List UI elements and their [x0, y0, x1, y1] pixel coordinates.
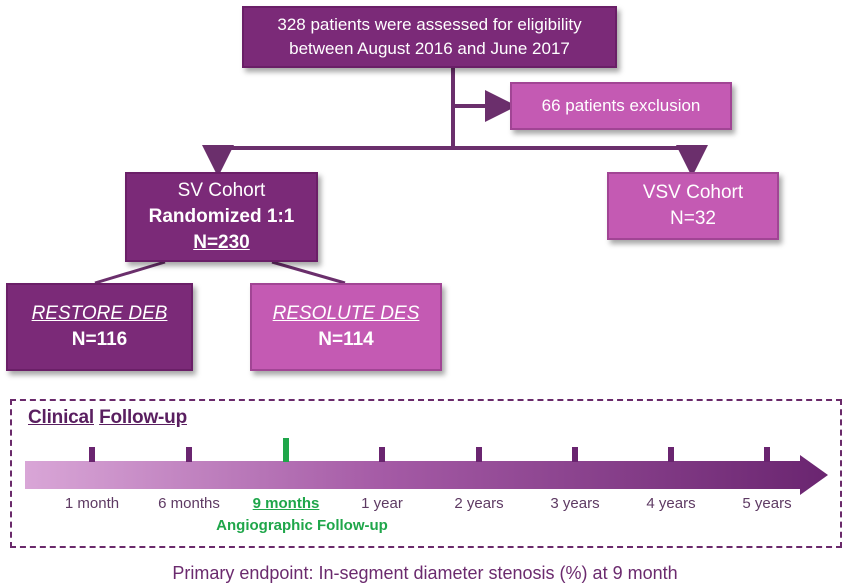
restore-deb-n: N=116 — [71, 329, 128, 350]
timepoint-label: 3 years — [550, 495, 600, 512]
timeline-arrow — [25, 455, 828, 495]
sv-cohort-title: SV Cohort — [177, 180, 266, 201]
followup-title-followup: Follow-up — [99, 407, 187, 428]
eligibility-line-2: between August 2016 and June 2017 — [289, 39, 570, 58]
timeline-tick — [379, 447, 385, 462]
timepoint-label-highlighted: 9 months — [252, 495, 320, 512]
timeline-tick — [186, 447, 192, 462]
vsv-cohort-box: VSV Cohort N=32 — [607, 172, 779, 240]
eligibility-line-1: 328 patients were assessed for eligibili… — [277, 15, 582, 34]
timeline-tick — [89, 447, 95, 462]
vsv-cohort-n: N=32 — [670, 208, 716, 229]
resolute-des-box: RESOLUTE DES N=114 — [250, 283, 442, 371]
restore-deb-name: RESTORE DEB — [31, 303, 168, 324]
resolute-des-n: N=114 — [318, 329, 374, 350]
timepoint-label: 1 month — [64, 495, 120, 512]
timepoint-label: 6 months — [158, 495, 220, 512]
primary-endpoint: Primary endpoint: In-segment diameter st… — [172, 563, 678, 583]
sv-cohort-n: N=230 — [193, 232, 250, 253]
exclusion-label: 66 patients exclusion — [541, 96, 701, 115]
followup-title-clinical: Clinical — [28, 407, 94, 428]
restore-deb-box: RESTORE DEB N=116 — [6, 283, 193, 371]
timeline-tick — [572, 447, 578, 462]
resolute-des-name: RESOLUTE DES — [272, 303, 420, 324]
followup-panel — [10, 399, 842, 548]
timepoint-label: 5 years — [742, 495, 792, 512]
sv-cohort-randomized: Randomized 1:1 — [148, 206, 295, 227]
timepoint-label: 1 year — [361, 495, 403, 512]
timepoint-label: 4 years — [646, 495, 696, 512]
timepoint-label: 2 years — [454, 495, 504, 512]
connector-to-resolute — [271, 260, 346, 285]
timeline-tick — [476, 447, 482, 462]
exclusion-box: 66 patients exclusion — [510, 82, 732, 130]
connector-to-restore — [94, 260, 166, 285]
angiographic-followup-label: Angiographic Follow-up — [216, 517, 388, 534]
sv-cohort-box: SV Cohort Randomized 1:1 N=230 — [125, 172, 318, 262]
timeline-tick-9-months — [283, 438, 289, 462]
timeline-tick — [668, 447, 674, 462]
timeline-tick — [764, 447, 770, 462]
eligibility-box: 328 patients were assessed for eligibili… — [242, 6, 617, 68]
vsv-cohort-title: VSV Cohort — [642, 182, 744, 203]
followup-title: Clinical Follow-up — [28, 407, 187, 429]
